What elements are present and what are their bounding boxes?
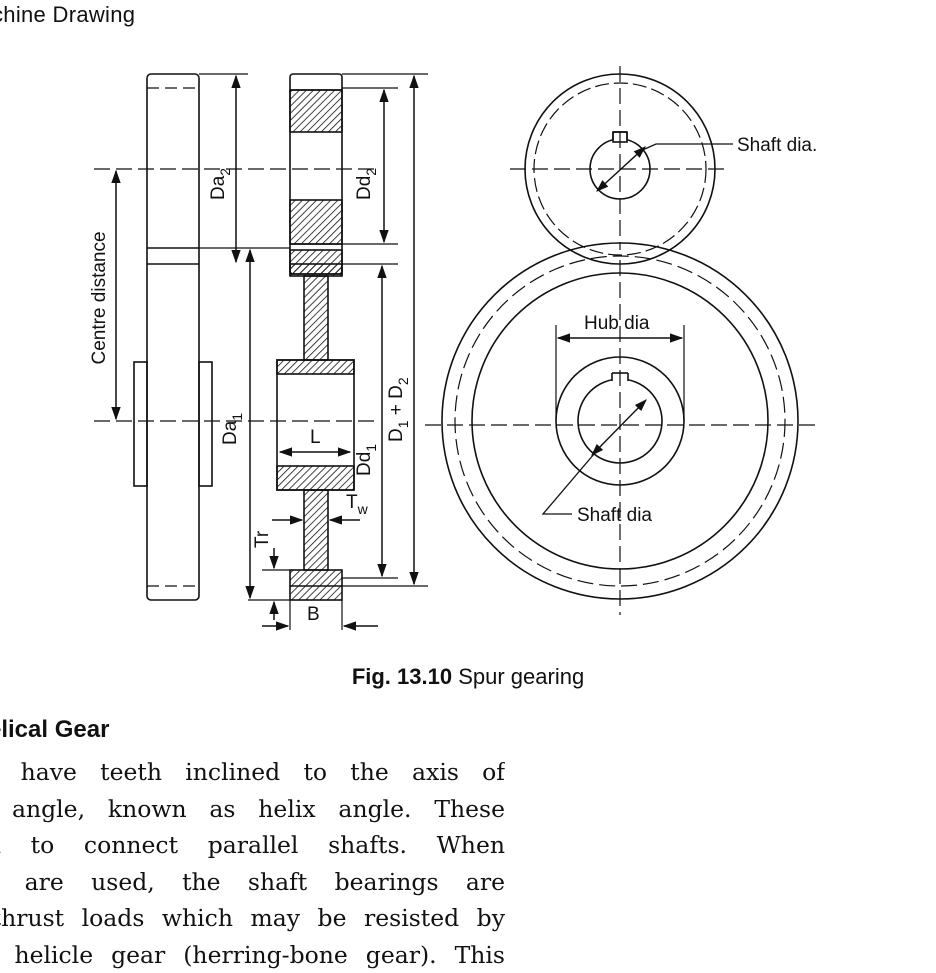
label-shaft-dia-small: Shaft dia. [737,135,817,156]
label-tr: Tr [252,530,273,548]
label-hub-dia: Hub dia [584,313,650,334]
large-gear-front [425,243,818,615]
side-view-outline [134,74,212,600]
figure-caption: Fig. 13.10 Spur gearing [0,664,936,690]
paragraph-line: ars are used, the shaft bearings are [0,864,505,901]
label-da1: Da1 [220,413,245,445]
sectional-view [277,74,354,600]
figure-number: Fig. 13.10 [352,664,452,689]
label-dd1: Dd1 [354,444,379,476]
label-dd2: Dd2 [354,168,379,200]
paragraph-line: o thrust loads which may be resisted by [0,900,505,937]
label-shaft-dia-large: Shaft dia [577,505,652,526]
label-b: B [307,604,320,625]
label-tw: Tw [346,492,369,517]
label-d1-plus-d2: D1 + D2 [386,377,411,442]
label-da2: Da2 [208,168,233,200]
spur-gearing-figure: Centre distance Da2 Dd2 Da1 Dd1 D1 + D2 … [0,0,936,660]
label-l: L [310,427,321,448]
section-heading: elical Gear [0,716,109,744]
figure-title: Spur gearing [452,664,584,689]
paragraph-line: an angle, known as helix angle. These [0,791,505,828]
body-paragraph: ars have teeth inclined to the axis of a… [0,754,505,973]
paragraph-line: sed to connect parallel shafts. When [0,827,505,864]
small-gear-front [510,66,733,264]
paragraph-line: ble helicle gear (herring-bone gear). Th… [0,937,505,973]
paragraph-line: ars have teeth inclined to the axis of [0,754,505,791]
label-centre-distance: Centre distance [89,231,110,364]
